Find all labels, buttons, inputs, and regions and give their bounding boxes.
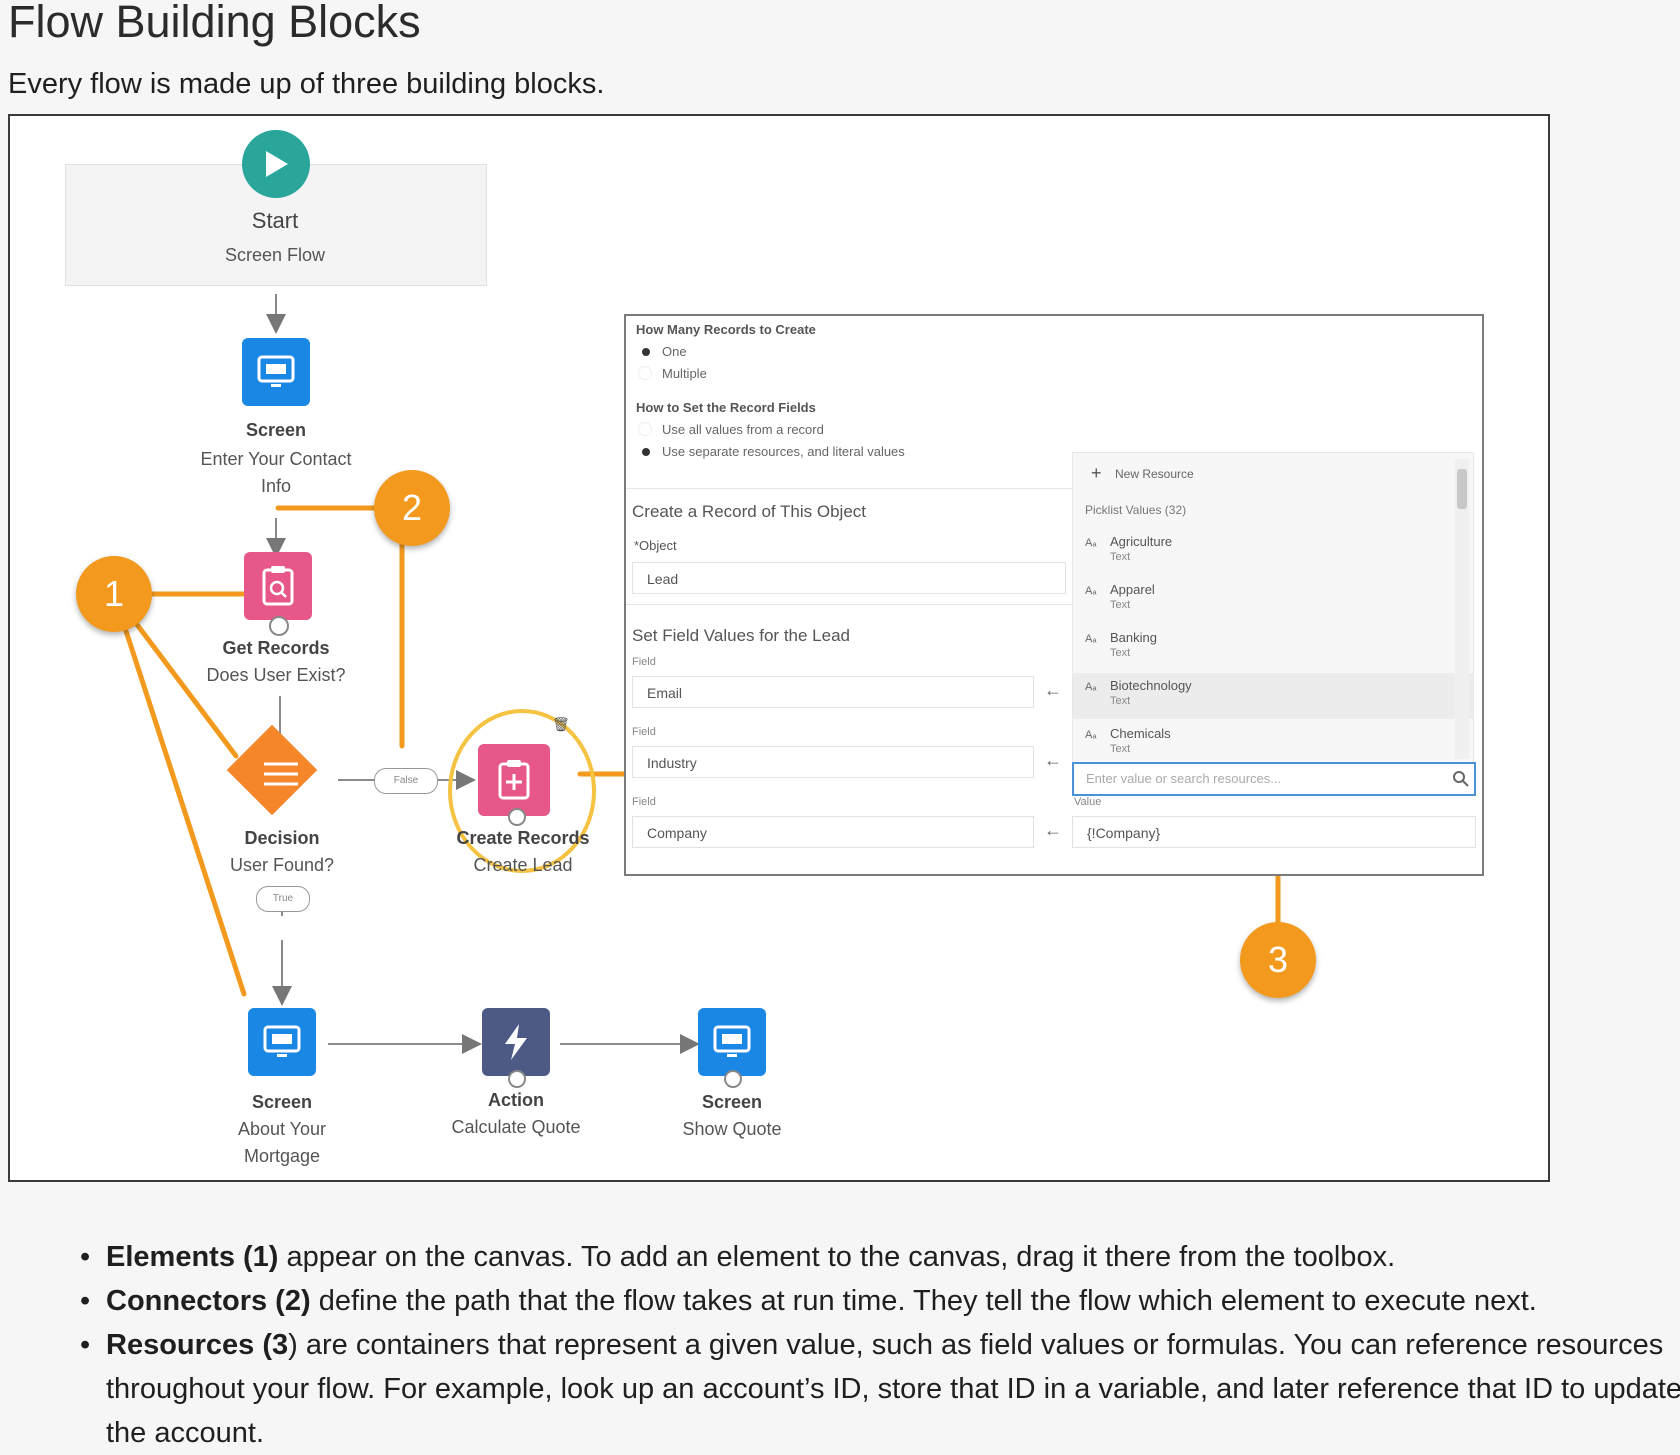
text-type-icon: Aₐ (1085, 681, 1097, 693)
connector-node-icon[interactable] (508, 1070, 526, 1088)
intro-text: Every flow is made up of three building … (8, 68, 605, 100)
get-records-title: Get Records (222, 638, 330, 658)
create-records-icon[interactable] (478, 744, 550, 816)
screen-icon[interactable] (698, 1008, 766, 1076)
play-icon[interactable] (242, 130, 310, 198)
badge-3: 3 (1240, 922, 1316, 998)
decision-sub: User Found? (229, 855, 335, 875)
screen2-sub: About Your Mortgage (237, 1119, 327, 1166)
value-company[interactable]: {!Company} (1072, 816, 1476, 848)
false-label[interactable]: False (374, 768, 438, 794)
trash-icon[interactable]: 🗑 (552, 716, 570, 732)
arrow-left-icon: ← (1044, 820, 1062, 840)
screen1-sub: Enter Your Contact Info (200, 449, 352, 496)
arrow-left-icon: ← (1044, 750, 1062, 770)
screen-icon[interactable] (242, 338, 310, 406)
true-label[interactable]: True (256, 886, 310, 912)
decision-glyph-icon (264, 762, 298, 786)
option-one[interactable]: One (662, 344, 687, 359)
screen2-title: Screen (251, 1092, 313, 1112)
badge-2: 2 (374, 470, 450, 546)
create-record-heading: Create a Record of This Object (632, 502, 867, 521)
get-records-icon[interactable] (244, 552, 312, 620)
divider (626, 488, 1072, 489)
set-field-heading: Set Field Values for the Lead (632, 626, 850, 645)
search-icon[interactable] (1452, 770, 1470, 788)
field-label: Field (632, 656, 656, 668)
screen3-title: Screen (701, 1092, 763, 1112)
scrollbar[interactable] (1455, 459, 1469, 759)
picklist-header: Picklist Values (32) (1085, 503, 1187, 517)
create-records-sub: Create Lead (473, 855, 573, 875)
how-set-label: How to Set the Record Fields (636, 400, 816, 415)
connector-node-icon[interactable] (724, 1070, 742, 1088)
text-type-icon: Aₐ (1085, 633, 1097, 645)
object-field[interactable]: Lead (632, 562, 1066, 594)
list-item-highlight (1073, 673, 1473, 719)
field-label: Field (632, 796, 656, 808)
field-company[interactable]: Company (632, 816, 1034, 848)
screen-icon[interactable] (248, 1008, 316, 1076)
explanation-list: •Elements (1) appear on the canvas. To a… (40, 1235, 1680, 1455)
plus-icon[interactable]: + (1091, 463, 1102, 483)
resource-search-input[interactable]: Enter value or search resources... (1072, 762, 1476, 796)
list-item: •Resources (3) are containers that repre… (80, 1329, 1680, 1449)
arrow-left-icon: ← (1044, 680, 1062, 700)
create-records-panel: How Many Records to Create One Multiple … (624, 314, 1484, 876)
connector-node-icon[interactable] (508, 808, 526, 826)
option-separate[interactable]: Use separate resources, and literal valu… (662, 444, 905, 459)
screen1-title: Screen (245, 420, 307, 440)
lightning-icon[interactable] (482, 1008, 550, 1076)
new-resource-link[interactable]: New Resource (1115, 467, 1194, 481)
value-label: Value (1074, 796, 1102, 808)
resource-dropdown[interactable]: + New Resource Picklist Values (32) Aₐ A… (1072, 452, 1474, 766)
how-many-label: How Many Records to Create (636, 322, 816, 337)
radio-selected-icon[interactable] (642, 448, 650, 456)
action-sub: Calculate Quote (451, 1117, 581, 1137)
badge-1: 1 (76, 556, 152, 632)
scrollbar-thumb[interactable] (1457, 469, 1467, 509)
get-records-sub: Does User Exist? (206, 665, 346, 685)
list-item: •Elements (1) appear on the canvas. To a… (80, 1241, 1396, 1273)
text-type-icon: Aₐ (1085, 537, 1097, 549)
field-label: Field (632, 726, 656, 738)
text-type-icon: Aₐ (1085, 729, 1097, 741)
field-email[interactable]: Email (632, 676, 1034, 708)
start-title: Start (251, 208, 299, 233)
option-all-values[interactable]: Use all values from a record (662, 422, 824, 437)
screen3-sub: Show Quote (682, 1119, 782, 1139)
create-records-title: Create Records (456, 828, 590, 848)
radio-icon[interactable] (638, 422, 652, 436)
connector-node-icon[interactable] (269, 616, 289, 636)
list-item: •Connectors (2) define the path that the… (80, 1285, 1537, 1317)
action-title: Action (488, 1090, 544, 1110)
page-title: Flow Building Blocks (8, 0, 421, 47)
field-industry[interactable]: Industry (632, 746, 1034, 778)
radio-selected-icon[interactable] (642, 348, 650, 356)
radio-icon[interactable] (638, 366, 652, 380)
start-sub: Screen Flow (224, 245, 326, 265)
flow-figure: Start Screen Flow Screen Enter Your Cont… (8, 114, 1550, 1182)
decision-title: Decision (244, 828, 320, 848)
divider (626, 604, 1072, 605)
option-multiple[interactable]: Multiple (662, 366, 707, 381)
text-type-icon: Aₐ (1085, 585, 1097, 597)
object-label: *Object (634, 538, 677, 553)
